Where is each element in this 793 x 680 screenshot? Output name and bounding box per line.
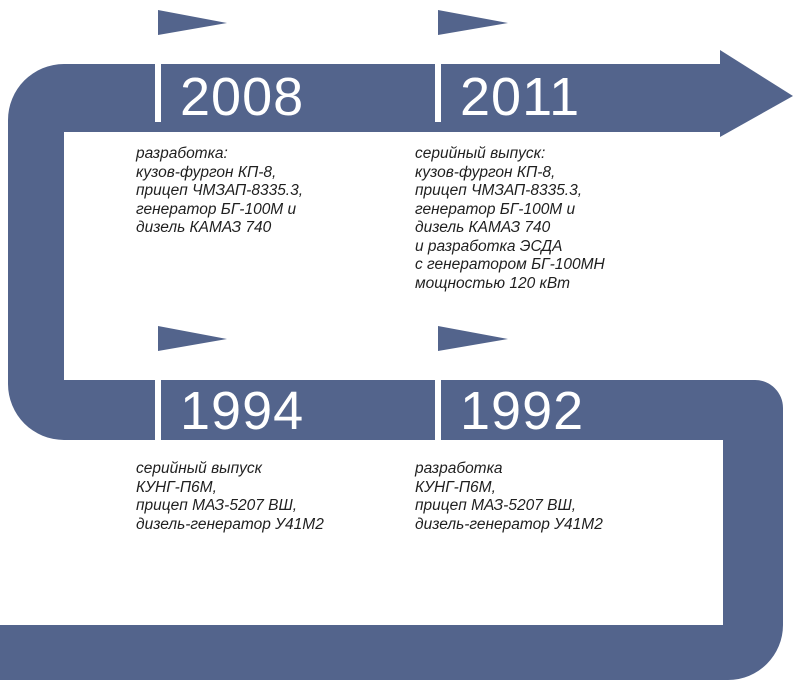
description-line: прицеп МАЗ-5207 ВШ, — [415, 497, 577, 514]
flag-1994 — [155, 326, 227, 440]
milestone-description-2011: серийный выпуск: кузов-фургон КП-8, приц… — [415, 145, 605, 293]
description-line: КУНГ-П6М, — [415, 478, 496, 496]
description-line: и разработка ЭСДА — [415, 237, 563, 255]
timeline-arrowhead — [720, 50, 793, 137]
description-line: разработка: — [136, 145, 228, 162]
flag-1992 — [435, 326, 508, 440]
description-line: дизель КАМАЗ 740 — [415, 219, 551, 236]
year-label-2008: 2008 — [180, 67, 305, 127]
description-line: КУНГ-П6М, — [136, 478, 217, 496]
description-line: дизель-генератор У41М2 — [415, 515, 603, 533]
milestone-description-1994: серийный выпуск КУНГ-П6М, прицеп МАЗ-520… — [136, 460, 324, 534]
description-line: разработка — [415, 460, 503, 477]
description-line: прицеп ЧМЗАП-8335.3, — [136, 182, 304, 199]
description-line: прицеп МАЗ-5207 ВШ, — [136, 497, 298, 514]
timeline-track-upper — [8, 64, 783, 440]
description-line: кузов-фургон КП-8, — [415, 163, 556, 181]
description-line: с генератором БГ-100МН — [415, 256, 605, 273]
description-line: мощностью 120 кВт — [415, 274, 571, 292]
year-label-1992: 1992 — [460, 381, 585, 441]
flag-pennant — [438, 10, 508, 35]
description-line: прицеп ЧМЗАП-8335.3, — [415, 182, 583, 199]
description-line: генератор БГ-100М и — [136, 200, 297, 218]
description-line: кузов-фургон КП-8, — [136, 163, 277, 181]
description-line: серийный выпуск — [136, 460, 262, 477]
flag-pole — [155, 10, 161, 122]
description-line: дизель КАМАЗ 740 — [136, 219, 272, 236]
year-label-1994: 1994 — [180, 381, 305, 441]
year-label-2011: 2011 — [460, 67, 581, 127]
milestone-description-2008: разработка: кузов-фургон КП-8, прицеп ЧМ… — [136, 145, 303, 238]
flag-pole — [435, 326, 441, 440]
flag-pennant — [438, 326, 508, 351]
flag-pole — [435, 10, 441, 122]
description-line: дизель-генератор У41М2 — [136, 515, 324, 533]
timeline-track-lower — [0, 440, 783, 680]
description-line: генератор БГ-100М и — [415, 200, 576, 218]
milestone-description-1992: разработка КУНГ-П6М, прицеп МАЗ-5207 ВШ,… — [415, 460, 603, 534]
flag-2008 — [155, 10, 227, 122]
description-line: серийный выпуск: — [415, 145, 546, 162]
flag-pennant — [158, 10, 227, 35]
flag-pole — [155, 326, 161, 440]
flag-2011 — [435, 10, 508, 122]
flag-pennant — [158, 326, 227, 351]
